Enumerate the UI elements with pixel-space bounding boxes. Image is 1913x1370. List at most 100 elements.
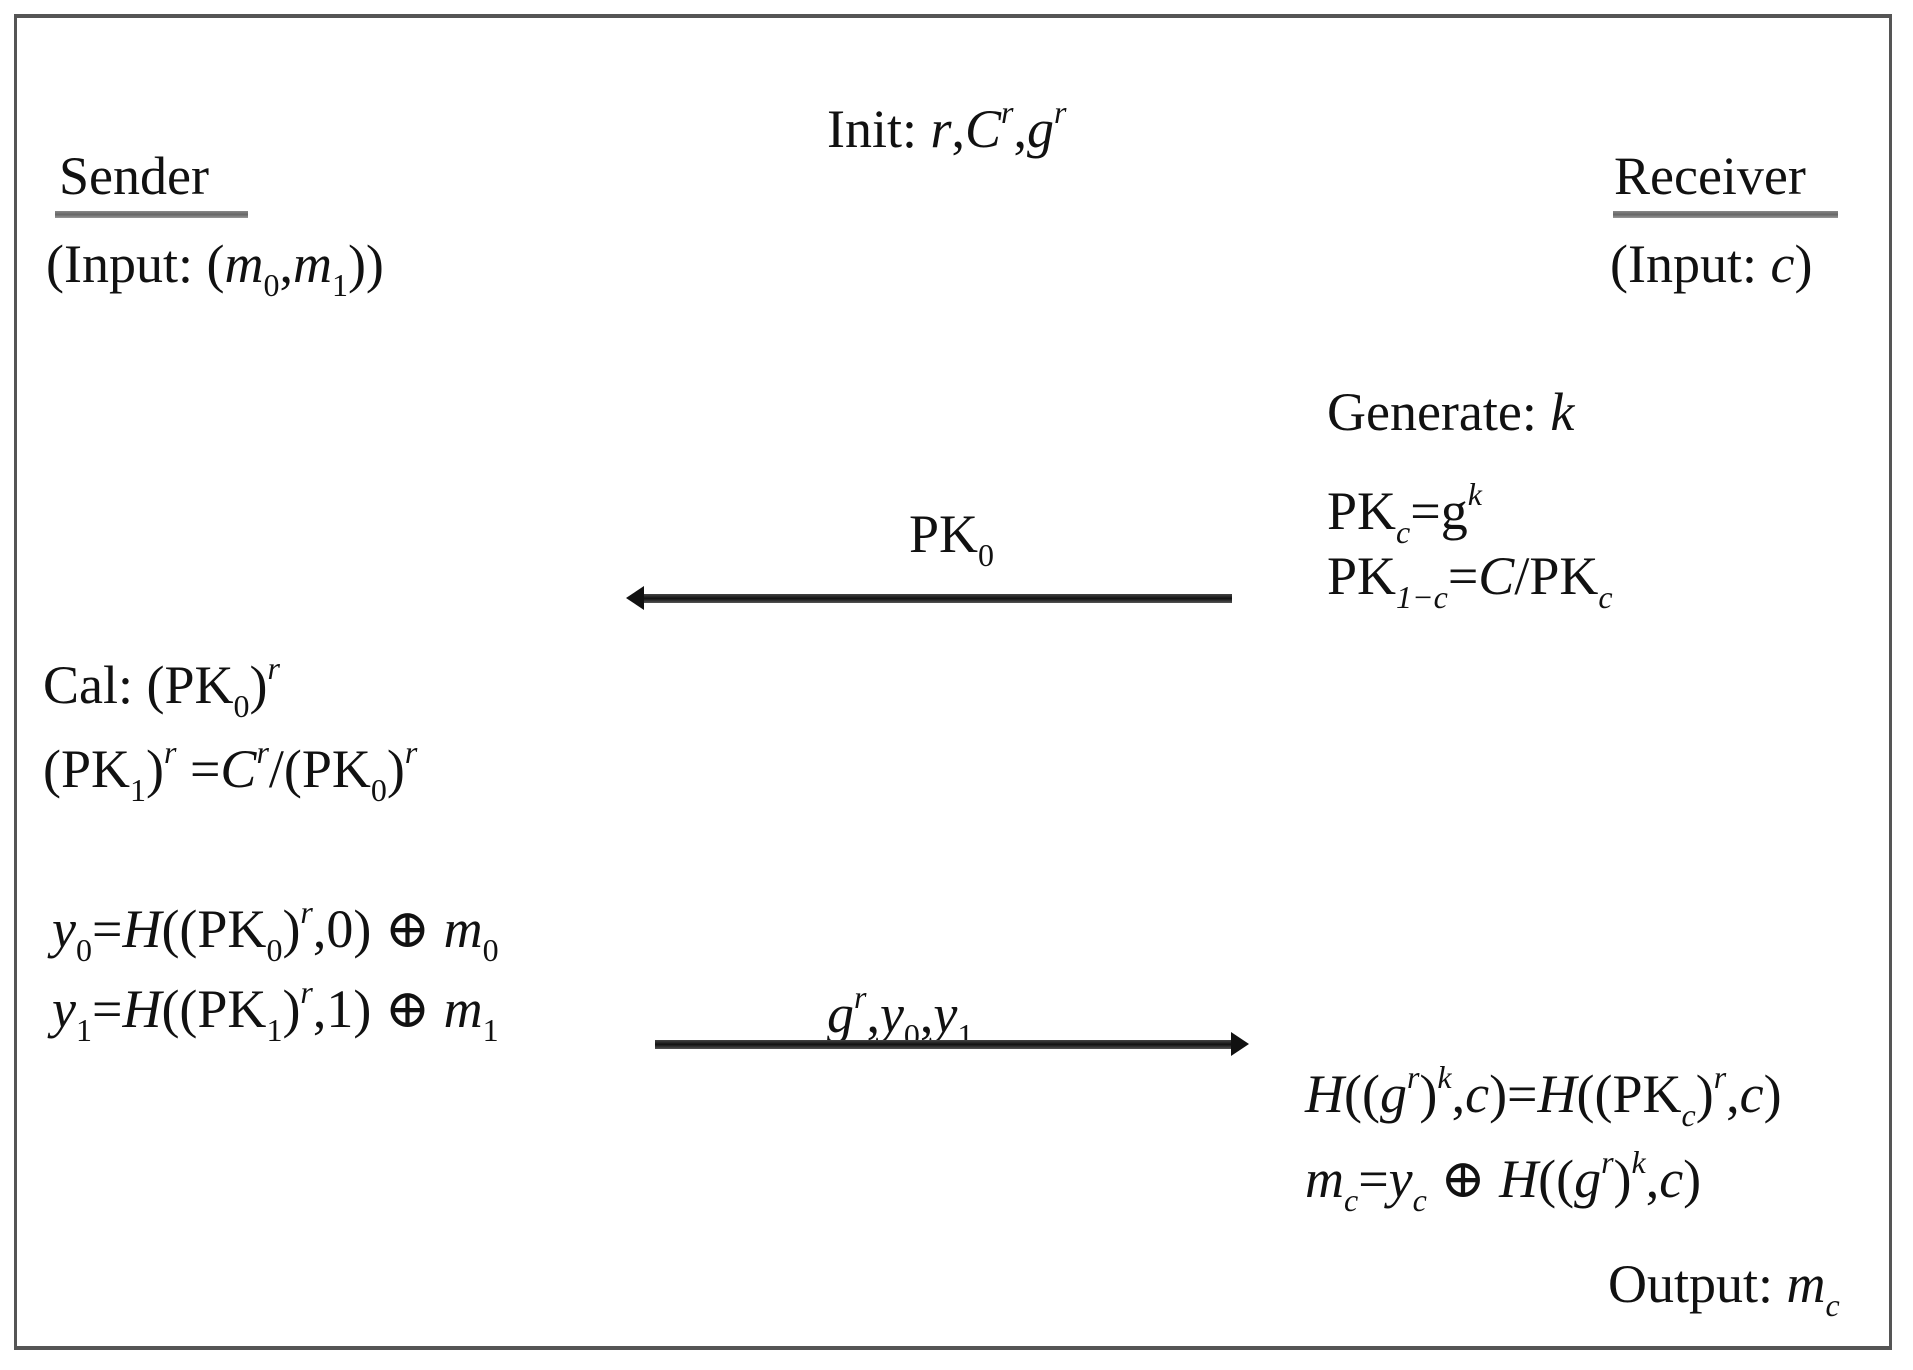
subscript: c [1681,1097,1696,1133]
subscript: c [1598,579,1613,615]
subscript: 1 [331,267,348,303]
formula-text: k [1550,382,1575,442]
formula-text: c [1739,1064,1764,1124]
subscript: 1−c [1396,579,1448,615]
formula-text: m [292,234,332,294]
formula-text: , [279,234,293,294]
formula-text: (( [1344,1064,1380,1124]
formula-text: y [1388,1149,1413,1209]
formula-text: g [1379,1064,1407,1124]
superscript: r [854,979,867,1015]
subscript: 0 [75,932,92,968]
formula-text: y [933,984,958,1044]
subscript: 0 [482,932,499,968]
formula-text: H [1537,1064,1577,1124]
formula-text: ((PK [161,899,267,959]
message-1-label: PK0 [909,502,994,587]
formula-text: ) [1683,1149,1702,1209]
pk-c-formula: PKc=gk [1327,462,1482,564]
subscript: 0 [978,537,995,573]
formula-text: PK [1327,546,1397,606]
superscript: r [1054,94,1067,130]
formula-text: Generate: [1327,382,1551,442]
formula-text: y [879,984,904,1044]
formula-text: y [52,979,76,1039]
subscript: 0 [266,932,283,968]
formula-text: (PK [43,739,131,799]
formula-text: , [1726,1064,1740,1124]
sender-title: Sender [59,144,209,208]
formula-text: C [1478,546,1515,606]
pk-1-c-formula: PK1−c=C/PKc [1327,544,1613,629]
formula-text: ) [249,655,268,715]
formula-text: = [176,739,221,799]
superscript: r [267,650,280,686]
formula-text: g [1027,99,1054,159]
subscript: 0 [263,267,280,303]
formula-text: ,0) ⊕ [312,899,444,959]
formula-text: Init: [827,99,931,159]
mc-formula: mc=yc ⊕ H((gr)k,c) [1305,1130,1701,1232]
formula-text: g [827,984,854,1044]
formula-text: (Input: [1610,234,1771,294]
receiver-title: Receiver [1614,144,1806,208]
formula-text: ) [282,899,301,959]
superscript: k [1631,1144,1646,1180]
superscript: r [404,734,418,770]
formula-text: c [1659,1149,1684,1209]
formula-text: c [1465,1064,1490,1124]
generate-key: Generate: k [1327,380,1574,444]
formula-text: g [1574,1149,1602,1209]
formula-text: Sender [59,146,209,206]
formula-text: /PK [1514,546,1599,606]
formula-text: ) [282,979,301,1039]
formula-text: C [965,99,1002,159]
arrow-receiver-to-sender [626,586,1232,610]
superscript: k [1437,1059,1452,1095]
output-label: Output: mc [1608,1252,1840,1337]
superscript: r [164,734,177,770]
formula-text: H [122,899,162,959]
formula-text: = [1447,546,1479,606]
formula-text: )= [1489,1064,1538,1124]
hash-equality: H((gr)k,c)=H((PKc)r,c) [1305,1045,1782,1147]
formula-text: m [443,979,483,1039]
formula-text: /(PK [268,739,371,799]
formula-text: ,1) ⊕ [312,979,444,1039]
formula-text: H [1499,1149,1539,1209]
formula-text: )) [347,234,384,294]
superscript: r [256,734,269,770]
formula-text: (Input: ( [46,234,225,294]
subscript: 1 [266,1012,283,1048]
formula-text: ) [1794,234,1813,294]
formula-text: m [443,899,483,959]
subscript: 1 [75,1012,92,1048]
formula-text: ) [386,739,405,799]
subscript: 1 [130,772,147,808]
formula-text: , [1451,1064,1466,1124]
formula-text: r [930,99,952,159]
formula-text: ) [1613,1149,1632,1209]
init-label: Init: r,Cr,gr [827,80,1066,161]
formula-text: ) [1763,1064,1782,1124]
formula-text: Receiver [1614,146,1806,206]
cal-formula: Cal: (PK0)r [43,636,280,738]
formula-text: m [224,234,264,294]
superscript: r [1406,1059,1420,1095]
formula-text: (( [1538,1149,1575,1209]
formula-text: ⊕ [1426,1149,1500,1209]
superscript: r [1713,1059,1727,1095]
superscript: k [1467,476,1482,512]
superscript: r [300,894,313,930]
formula-text: , [1013,99,1028,159]
subscript: c [1396,514,1411,550]
formula-text: , [1645,1149,1660,1209]
subscript: c [1344,1182,1359,1218]
formula-text: m [1786,1254,1826,1314]
diagram-frame [14,14,1892,1350]
pk1r-formula: (PK1)r =Cr/(PK0)r [43,720,417,822]
formula-text: c [1770,234,1795,294]
formula-text: = [91,979,123,1039]
formula-text: ) [1419,1064,1438,1124]
formula-text: H [1305,1064,1344,1124]
